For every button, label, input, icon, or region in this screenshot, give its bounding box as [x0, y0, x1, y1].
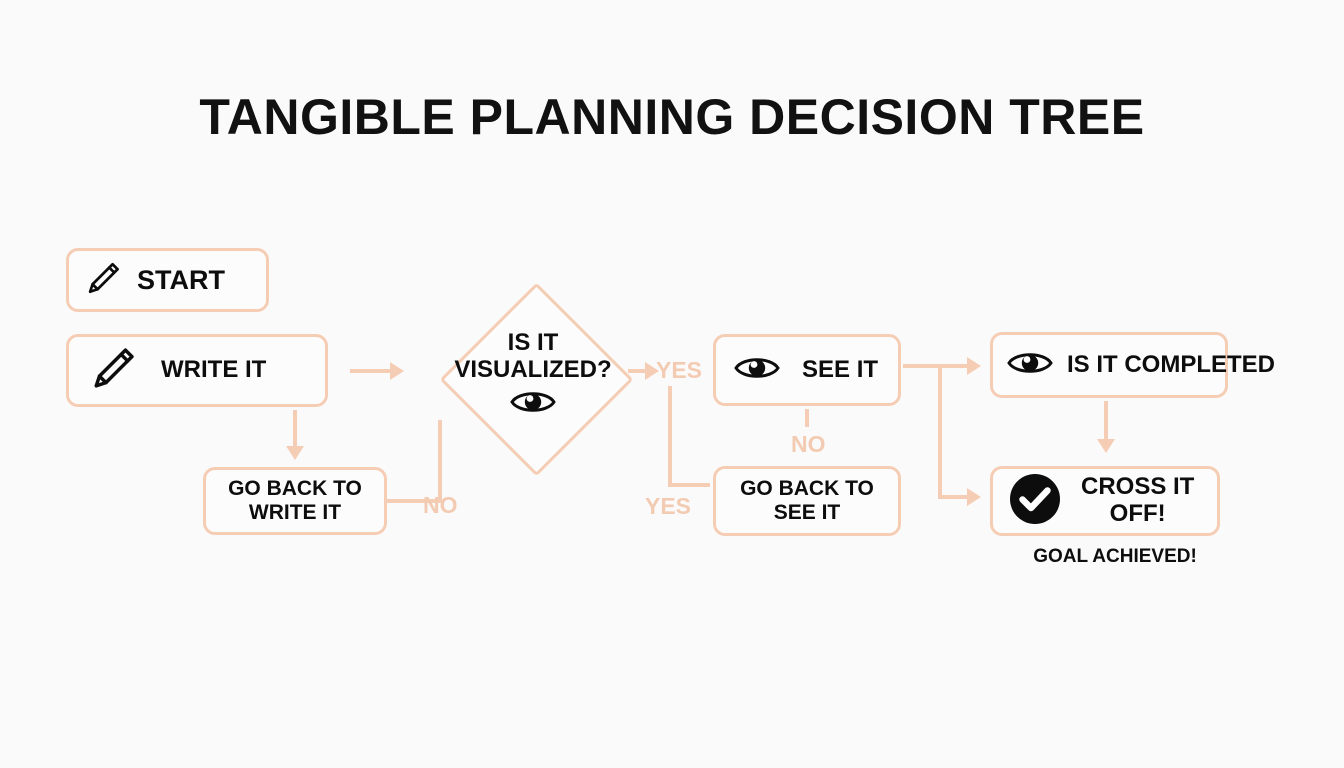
check-circle-icon [1009, 473, 1061, 530]
arrowhead-to-cross-it-off [967, 488, 981, 506]
arrowhead-write-it-to-decision [390, 362, 404, 380]
node-is-it-completed[interactable]: IS IT COMPLETED [990, 332, 1275, 398]
connector-write-it-to-go-back [293, 410, 297, 448]
edge-label-decision-yes: YES [656, 357, 703, 383]
connector-see-it-no-stub [805, 409, 809, 427]
eye-icon [734, 353, 780, 388]
connector-decision-yes-to-see-it [628, 369, 650, 373]
connector-yes-branch-horizontal [668, 483, 710, 487]
node-start[interactable]: START [66, 248, 269, 312]
node-go-back-to-write-it[interactable]: GO BACK TO WRITE IT [203, 467, 387, 535]
edge-label-go-back-yes: YES [645, 493, 692, 519]
node-decision-label: IS IT VISUALIZED? [454, 328, 612, 383]
connector-write-it-to-decision [350, 369, 390, 373]
node-go-back-to-see-it[interactable]: GO BACK TO SEE IT [713, 466, 901, 536]
goal-achieved-caption: GOAL ACHIEVED! [1033, 546, 1197, 567]
edge-label-see-it-no: NO [791, 431, 826, 457]
node-cross-it-off[interactable]: CROSS IT OFF! [990, 466, 1220, 536]
connector-branch-to-cross-it-off [938, 495, 970, 499]
node-write-it[interactable]: WRITE IT [66, 334, 328, 407]
connector-yes-branch-vertical [668, 386, 672, 487]
node-start-label: START [137, 264, 225, 295]
connector-right-branch-vertical [938, 364, 942, 499]
connector-decision-no-horizontal [387, 499, 442, 503]
connector-branch-to-is-it-completed [938, 364, 970, 368]
arrowhead-write-it-to-go-back [286, 446, 304, 460]
pencil-icon [87, 342, 139, 399]
arrowhead-to-is-it-completed [967, 357, 981, 375]
node-cross-it-off-label: CROSS IT OFF! [1081, 473, 1195, 527]
eye-icon [510, 387, 556, 422]
eye-icon [1007, 348, 1053, 383]
decision-content: IS IT VISUALIZED? [440, 283, 626, 469]
node-see-it-label: SEE IT [802, 355, 879, 383]
node-is-it-completed-label: IS IT COMPLETED [1067, 350, 1276, 378]
connector-completed-to-cross-off [1104, 401, 1108, 441]
node-go-back-to-see-it-label: GO BACK TO SEE IT [740, 477, 874, 524]
pencil-icon [83, 258, 123, 303]
edge-label-decision-no: NO [423, 492, 458, 518]
node-decision-is-it-visualized[interactable]: IS IT VISUALIZED? [439, 282, 633, 476]
connector-decision-no-vertical [438, 420, 442, 501]
connector-see-it-to-branch [903, 364, 942, 368]
arrowhead-decision-yes [645, 362, 659, 380]
node-go-back-to-write-it-label: GO BACK TO WRITE IT [228, 477, 362, 524]
node-see-it[interactable]: SEE IT [713, 334, 901, 406]
arrowhead-completed-to-cross-off [1097, 439, 1115, 453]
node-write-it-label: WRITE IT [161, 356, 267, 384]
page-title: TANGIBLE PLANNING DECISION TREE [199, 89, 1145, 145]
